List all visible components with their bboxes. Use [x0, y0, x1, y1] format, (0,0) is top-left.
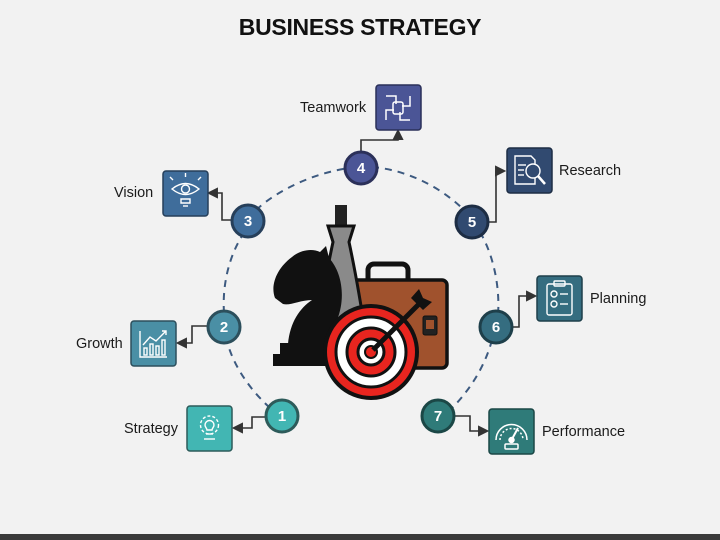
- node-4-number: 4: [357, 160, 366, 177]
- label-strategy: Strategy: [124, 421, 178, 437]
- label-vision: Vision: [114, 185, 154, 201]
- node-3: 3: [230, 203, 266, 239]
- icon-box-strategy: [186, 405, 233, 452]
- label-performance: Performance: [542, 424, 626, 440]
- node-7: 7: [420, 398, 456, 434]
- icon-box-planning: [536, 275, 583, 322]
- node-1: 1: [264, 398, 300, 434]
- lightbulb-gear-icon: [199, 415, 220, 440]
- node-3-number: 3: [244, 213, 252, 230]
- node-2-number: 2: [220, 319, 228, 336]
- node-6: 6: [478, 309, 514, 345]
- magnifier-document-icon: [514, 155, 546, 185]
- node-5-number: 5: [468, 214, 476, 231]
- center-graphic: [273, 205, 449, 400]
- bottom-bar: [0, 534, 720, 540]
- page-title: BUSINESS STRATEGY: [238, 14, 482, 40]
- icon-box-teamwork: [375, 84, 422, 131]
- node-6-number: 6: [492, 319, 500, 336]
- label-research: Research: [559, 163, 622, 179]
- node-5: 5: [454, 204, 490, 240]
- target-dart-icon: [323, 289, 432, 400]
- node-4: 4: [343, 150, 379, 186]
- label-teamwork: Teamwork: [300, 100, 367, 116]
- icon-box-growth: [130, 320, 177, 367]
- label-planning: Planning: [590, 291, 647, 307]
- icon-box-vision: [162, 170, 209, 217]
- label-growth: Growth: [76, 336, 123, 352]
- clipboard-plan-icon: [546, 280, 573, 316]
- node-1-number: 1: [278, 408, 286, 425]
- connectors: [175, 128, 538, 437]
- node-2: 2: [206, 309, 242, 345]
- growth-chart-icon: [139, 330, 167, 358]
- gauge-meter-icon: [495, 423, 528, 450]
- eye-bulb-icon: [169, 173, 202, 207]
- handshake-hands-icon: [385, 95, 411, 121]
- node-7-number: 7: [434, 408, 442, 425]
- icon-box-research: [506, 147, 553, 194]
- icon-box-performance: [488, 408, 535, 455]
